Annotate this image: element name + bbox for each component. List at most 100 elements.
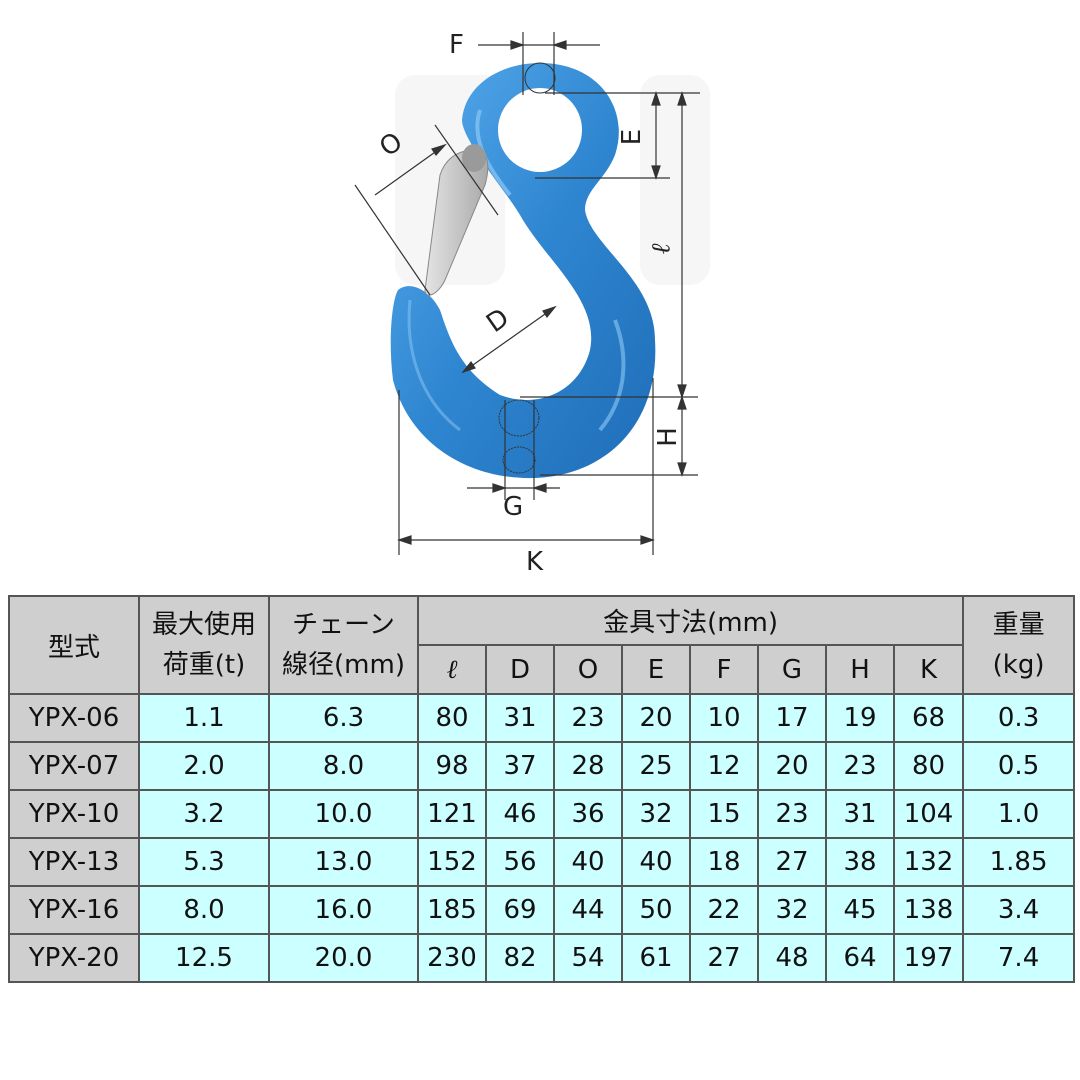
- header-dim-e: E: [621, 644, 691, 695]
- cell-f: 22: [689, 885, 759, 935]
- cell-d: 69: [485, 885, 555, 935]
- cell-model: YPX-07: [8, 741, 140, 791]
- cell-f: 15: [689, 789, 759, 839]
- cell-weight: 0.5: [962, 741, 1076, 791]
- cell-k: 197: [892, 933, 965, 983]
- cell-weight: 0.3: [962, 693, 1076, 743]
- cell-o: 54: [553, 933, 623, 983]
- header-dim-f: F: [689, 644, 759, 695]
- cell-model: YPX-06: [8, 693, 140, 743]
- dim-label-h: H: [652, 427, 683, 447]
- header-chain: チェーン 線径(mm): [268, 595, 419, 695]
- table-row: YPX-13 5.3 13.0 152 56 40 40 18 27 38 13…: [8, 837, 1076, 887]
- cell-weight: 7.4: [962, 933, 1076, 983]
- cell-f: 27: [689, 933, 759, 983]
- cell-d: 31: [485, 693, 555, 743]
- cell-f: 18: [689, 837, 759, 887]
- cell-wll: 12.5: [138, 933, 270, 983]
- cell-h: 31: [825, 789, 895, 839]
- header-weight-line1: 重量: [992, 610, 1045, 640]
- cell-weight: 3.4: [962, 885, 1076, 935]
- table-row: YPX-20 12.5 20.0 230 82 54 61 27 48 64 1…: [8, 933, 1076, 983]
- cell-chain: 8.0: [268, 741, 419, 791]
- header-wll-line1: 最大使用: [151, 610, 256, 640]
- cell-g: 17: [757, 693, 827, 743]
- dim-label-e: E: [617, 128, 648, 146]
- cell-g: 48: [757, 933, 827, 983]
- cell-f: 12: [689, 741, 759, 791]
- cell-e: 50: [621, 885, 691, 935]
- table-row: YPX-06 1.1 6.3 80 31 23 20 10 17 19 68 0…: [8, 693, 1076, 743]
- cell-o: 23: [553, 693, 623, 743]
- header-dim-d: D: [485, 644, 555, 695]
- header-dim-k: K: [892, 644, 965, 695]
- cell-h: 64: [825, 933, 895, 983]
- cell-e: 25: [621, 741, 691, 791]
- cell-l: 98: [417, 741, 487, 791]
- header-model: 型式: [8, 595, 140, 695]
- cell-h: 45: [825, 885, 895, 935]
- header-dims-group: 金具寸法(mm): [416, 595, 965, 646]
- cell-h: 38: [825, 837, 895, 887]
- cell-e: 20: [621, 693, 691, 743]
- header-dim-h: H: [825, 644, 895, 695]
- cell-o: 44: [553, 885, 623, 935]
- cell-e: 40: [621, 837, 691, 887]
- dim-label-f: F: [449, 30, 464, 60]
- cell-k: 68: [892, 693, 965, 743]
- cell-e: 32: [621, 789, 691, 839]
- hook-body: [390, 63, 656, 479]
- cell-model: YPX-20: [8, 933, 140, 983]
- header-wll: 最大使用 荷重(t): [138, 595, 270, 695]
- cell-l: 230: [417, 933, 487, 983]
- cell-wll: 2.0: [138, 741, 270, 791]
- safety-latch: [424, 144, 489, 296]
- header-wll-line2: 荷重(t): [162, 650, 246, 680]
- cell-model: YPX-10: [8, 789, 140, 839]
- cell-l: 121: [417, 789, 487, 839]
- cell-wll: 8.0: [138, 885, 270, 935]
- cell-wll: 3.2: [138, 789, 270, 839]
- cell-o: 40: [553, 837, 623, 887]
- cell-o: 36: [553, 789, 623, 839]
- cell-d: 82: [485, 933, 555, 983]
- table-row: YPX-10 3.2 10.0 121 46 36 32 15 23 31 10…: [8, 789, 1076, 839]
- cell-k: 80: [892, 741, 965, 791]
- header-weight: 重量 (kg): [962, 595, 1076, 695]
- header-dim-g: G: [757, 644, 827, 695]
- cell-wll: 5.3: [138, 837, 270, 887]
- dim-label-k: K: [526, 547, 544, 577]
- dim-label-l: ℓ: [646, 243, 677, 255]
- cell-h: 19: [825, 693, 895, 743]
- hook-illustration-icon: [354, 32, 700, 555]
- header-weight-line2: (kg): [992, 650, 1045, 680]
- cell-g: 23: [757, 789, 827, 839]
- cell-chain: 16.0: [268, 885, 419, 935]
- cell-chain: 13.0: [268, 837, 419, 887]
- spec-table: 型式 最大使用 荷重(t) チェーン 線径(mm) 金具寸法(mm) 重量 (k…: [8, 595, 1076, 983]
- header-chain-line1: チェーン: [292, 610, 395, 640]
- cell-chain: 6.3: [268, 693, 419, 743]
- cell-weight: 1.0: [962, 789, 1076, 839]
- cell-g: 27: [757, 837, 827, 887]
- cell-e: 61: [621, 933, 691, 983]
- hook-diagram: F O E ℓ D H G K: [354, 30, 700, 577]
- cell-f: 10: [689, 693, 759, 743]
- cell-chain: 10.0: [268, 789, 419, 839]
- cell-weight: 1.85: [962, 837, 1076, 887]
- table-row: YPX-16 8.0 16.0 185 69 44 50 22 32 45 13…: [8, 885, 1076, 935]
- cell-k: 104: [892, 789, 965, 839]
- dim-label-g: G: [503, 492, 524, 522]
- cell-k: 138: [892, 885, 965, 935]
- cell-k: 132: [892, 837, 965, 887]
- cell-l: 152: [417, 837, 487, 887]
- cell-d: 37: [485, 741, 555, 791]
- header-chain-line2: 線径(mm): [282, 650, 405, 680]
- cell-model: YPX-16: [8, 885, 140, 935]
- cell-o: 28: [553, 741, 623, 791]
- cell-h: 23: [825, 741, 895, 791]
- cell-g: 32: [757, 885, 827, 935]
- cell-d: 46: [485, 789, 555, 839]
- cell-d: 56: [485, 837, 555, 887]
- cell-l: 80: [417, 693, 487, 743]
